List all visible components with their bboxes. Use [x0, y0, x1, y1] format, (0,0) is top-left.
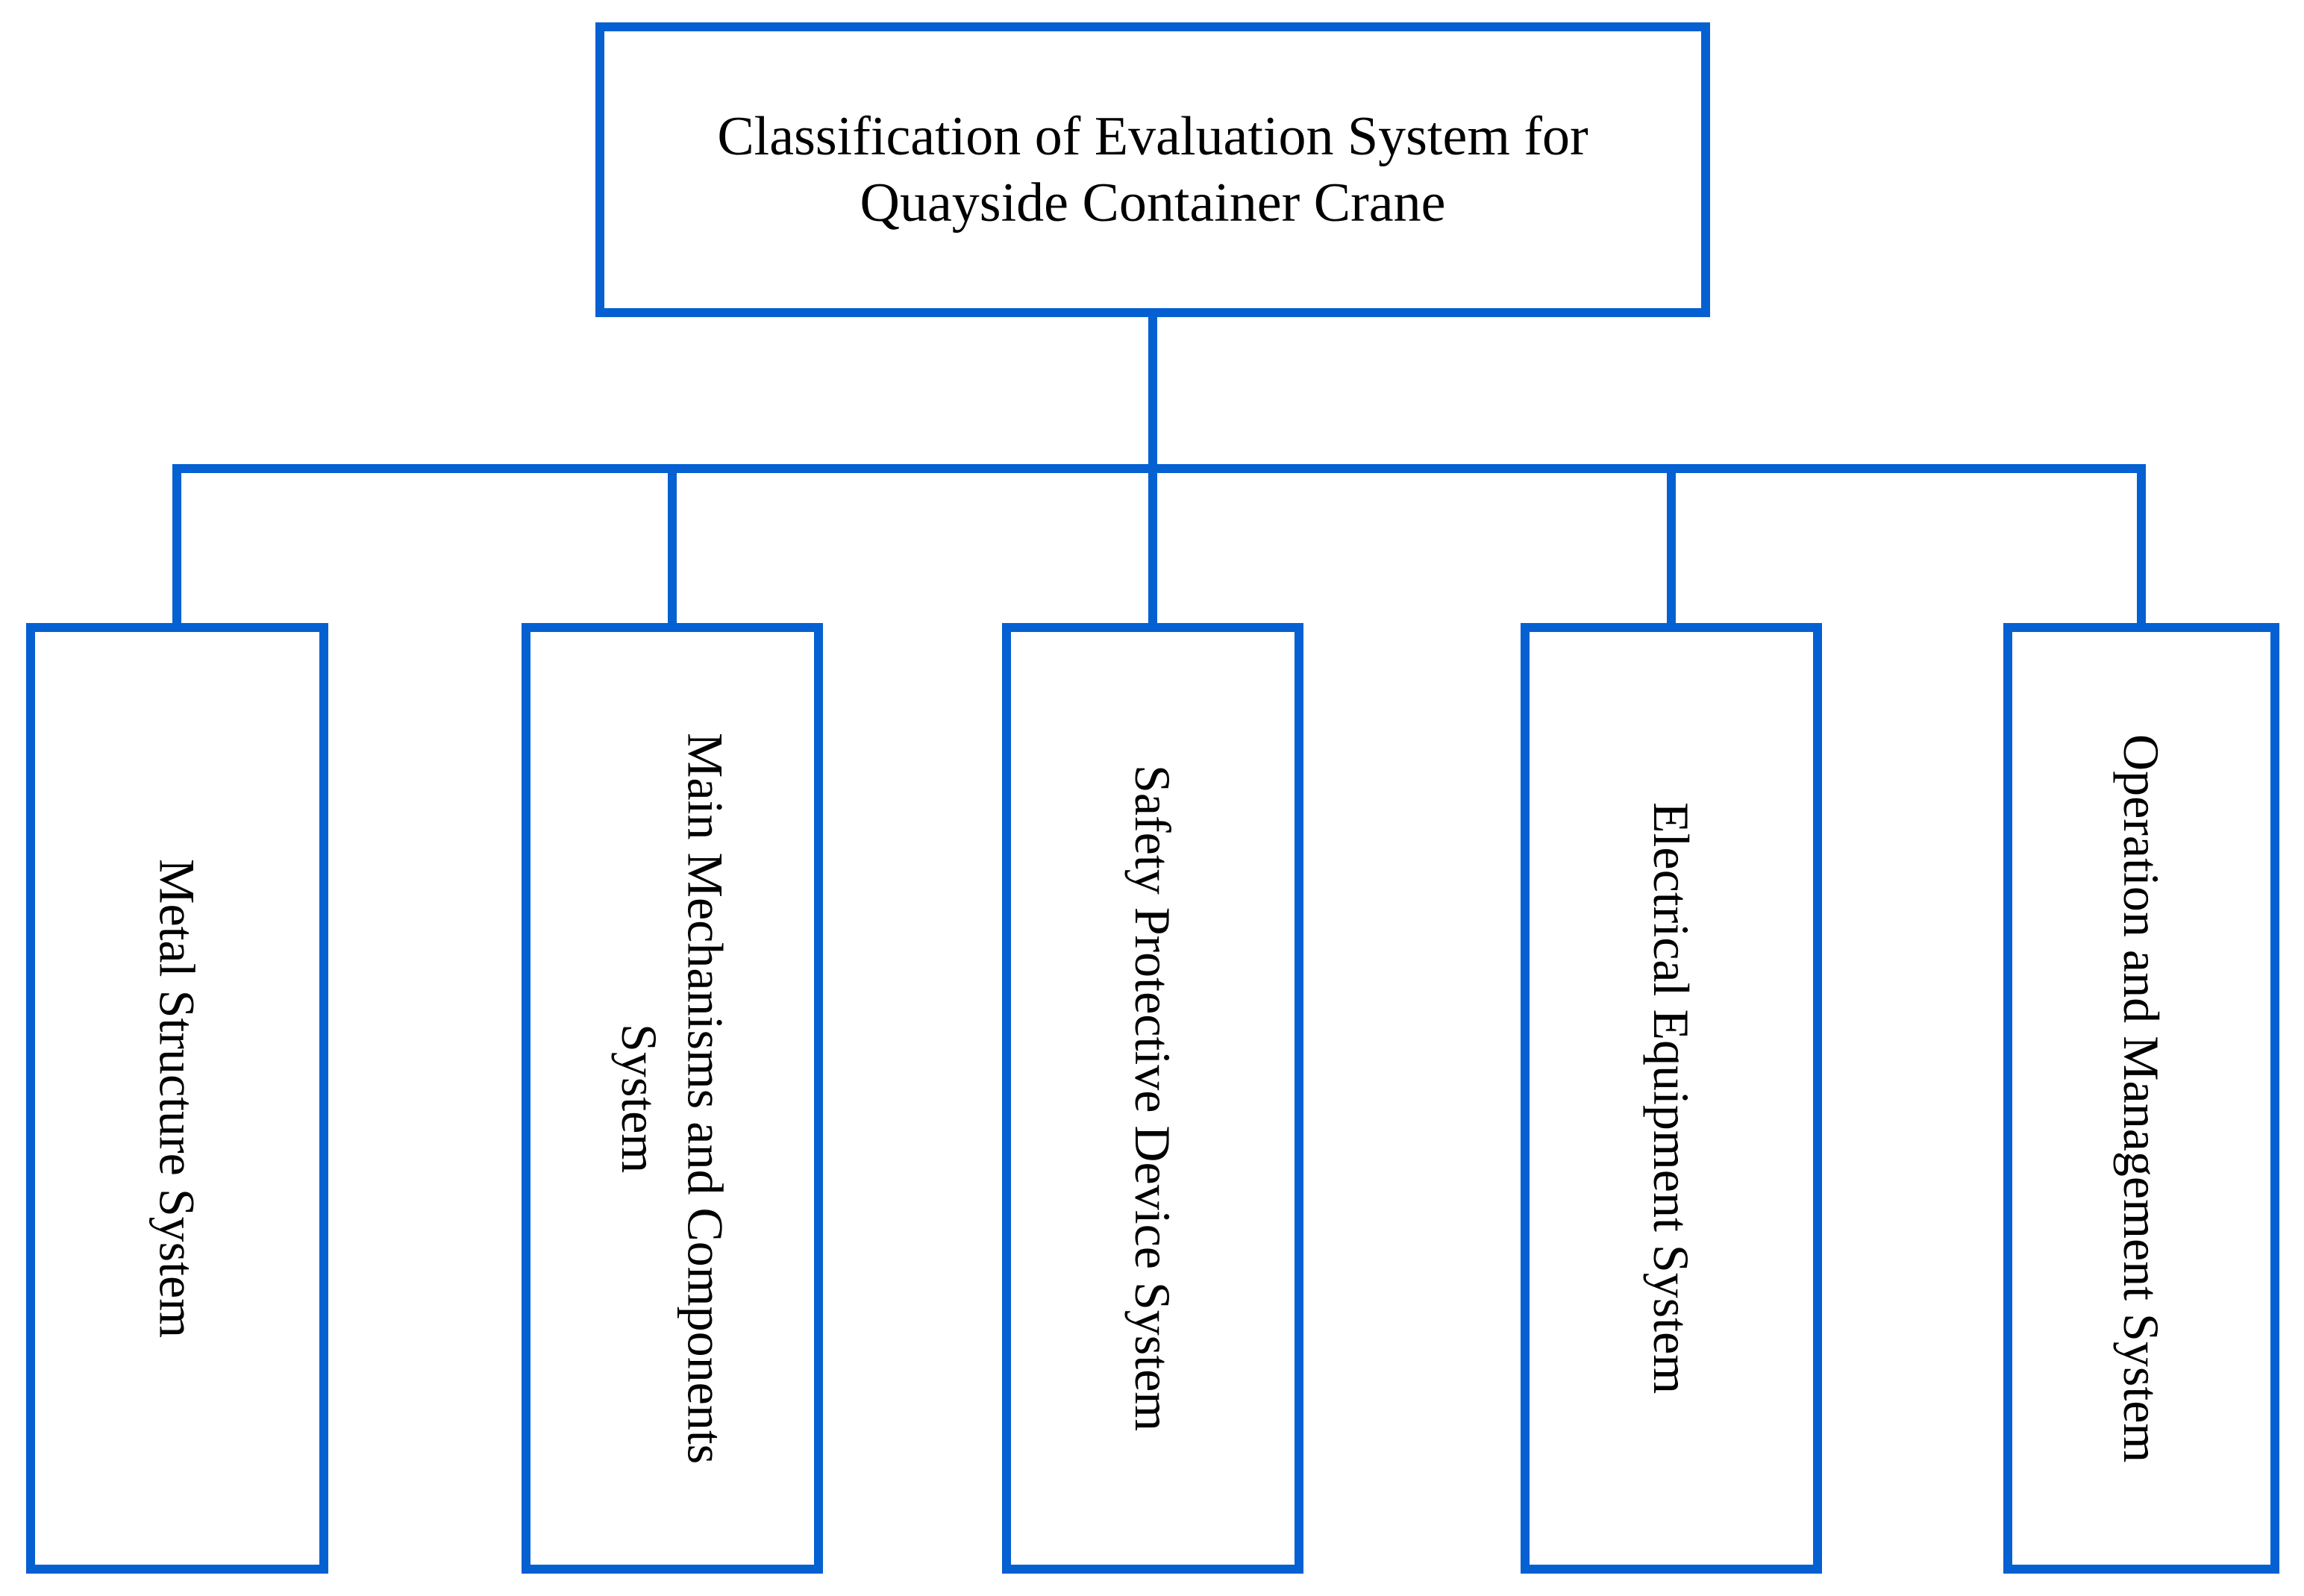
connector-drop-5	[2137, 470, 2146, 627]
child-node-label: Metal Structure System	[148, 858, 206, 1339]
connector-bus	[172, 464, 2146, 473]
child-node-label: Operation and Management System	[2113, 733, 2170, 1463]
connector-drop-4	[1667, 470, 1676, 627]
child-node-label: Main Mechanisms and Components System	[611, 732, 734, 1465]
child-node-electrical-equipment: Electrical Equipment System	[1521, 623, 1822, 1574]
connector-drop-3	[1148, 470, 1157, 627]
child-node-operation-management: Operation and Management System	[2003, 623, 2279, 1574]
child-node-main-mechanisms: Main Mechanisms and Components System	[522, 623, 823, 1574]
child-node-metal-structure: Metal Structure System	[26, 623, 328, 1574]
connector-drop-2	[668, 470, 677, 627]
root-node-title: Classification of Evaluation System for …	[717, 105, 1588, 234]
connector-trunk	[1148, 317, 1157, 474]
child-node-label: Electrical Equipment System	[1643, 802, 1700, 1395]
child-node-label: Safety Protective Device System	[1124, 765, 1182, 1432]
child-node-safety-protective: Safety Protective Device System	[1002, 623, 1303, 1574]
root-node: Classification of Evaluation System for …	[595, 22, 1710, 317]
connector-drop-1	[172, 470, 181, 627]
